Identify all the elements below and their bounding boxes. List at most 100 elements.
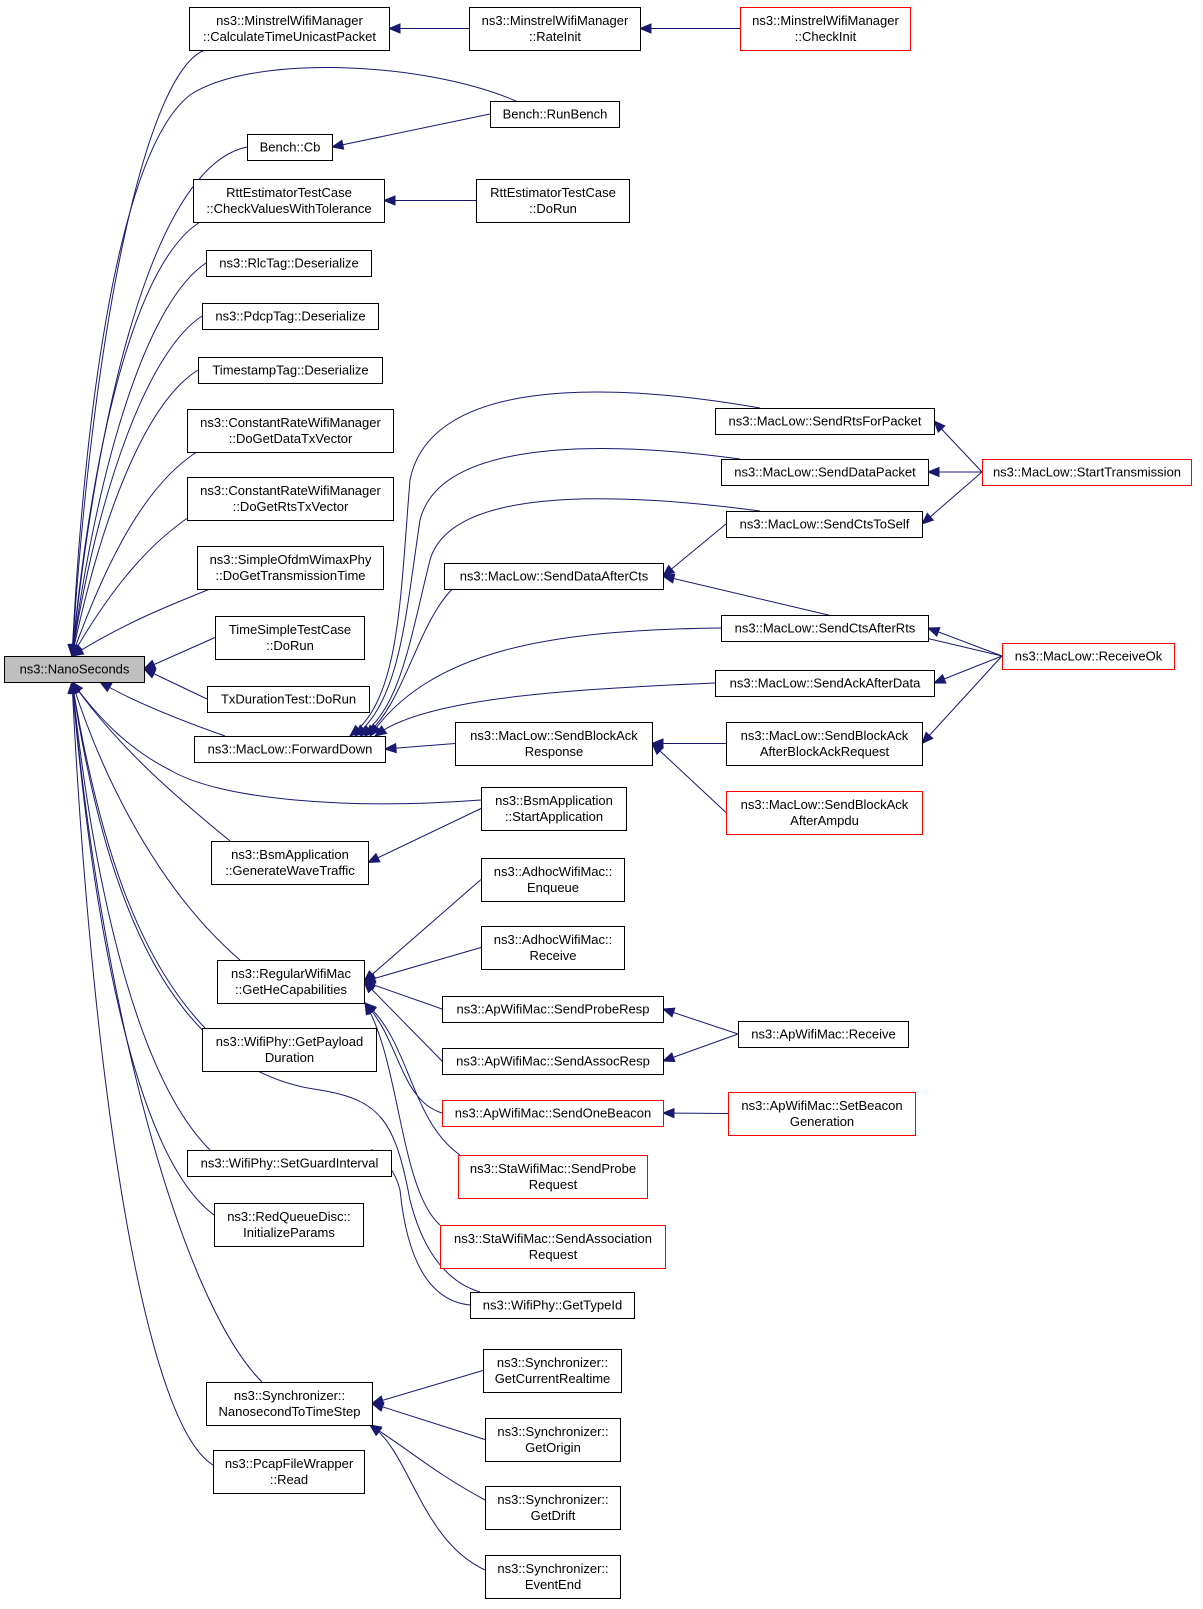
edge-bcb-to-nano [71,146,248,657]
node-box [481,926,625,970]
node-box [197,546,384,590]
edge-sdp-to-mfd [354,448,741,737]
node-box [440,1225,666,1269]
node-nano[interactable]: ns3::NanoSeconds [4,656,145,683]
node-box [469,7,641,51]
node-pfr[interactable]: ns3::PcapFileWrapper::Read [213,1450,365,1494]
node-sow[interactable]: ns3::SimpleOfdmWimaxPhy::DoGetTransmissi… [197,546,384,590]
node-box [721,615,929,642]
node-label: ::GenerateWaveTraffic [225,863,355,878]
node-box [490,101,620,128]
node-rdr[interactable]: RttEstimatorTestCase::DoRun [476,179,630,223]
node-rlc[interactable]: ns3::RlcTag::Deserialize [206,250,372,277]
edge-scar-to-mfd [369,627,722,737]
edge-bgw-to-nano [71,681,231,842]
node-tsd[interactable]: TimestampTag::Deserialize [198,357,383,384]
node-mfd[interactable]: ns3::MacLow::ForwardDown [194,736,386,763]
arrowhead-scar-to-mfd [369,723,382,738]
node-sgo[interactable]: ns3::Synchronizer::GetOrigin [485,1418,621,1462]
node-box [458,1155,648,1199]
arrowhead-tst-to-nano [142,659,157,670]
node-mci[interactable]: ns3::MinstrelWifiManager::CheckInit [740,7,911,51]
node-label: ::Read [270,1472,308,1487]
edge-rcv-to-nano [71,221,201,657]
node-wsg[interactable]: ns3::WifiPhy::SetGuardInterval [187,1150,392,1177]
node-sdac[interactable]: ns3::MacLow::SendDataAfterCts [444,563,664,590]
arrowhead-mci-to-mri [638,23,652,34]
node-label: GetOrigin [525,1440,581,1455]
node-srp[interactable]: ns3::MacLow::SendRtsForPacket [715,408,935,435]
arrowhead-scs-to-sdac [661,564,676,577]
node-awe[interactable]: ns3::AdhocWifiMac::Enqueue [481,858,625,902]
node-label: ns3::AdhocWifiMac:: [494,864,613,879]
node-crr[interactable]: ns3::ConstantRateWifiManager::DoGetRtsTx… [187,477,394,521]
edge-scs-to-mfd [359,498,761,737]
arrowhead-stt-to-scs [921,512,935,525]
node-aprcv[interactable]: ns3::ApWifiMac::Receive [738,1021,909,1048]
node-scs[interactable]: ns3::MacLow::SendCtsToSelf [726,511,923,538]
node-stt[interactable]: ns3::MacLow::StartTransmission [982,459,1192,486]
node-label: ns3::Synchronizer:: [497,1424,608,1439]
node-label: ns3::MacLow::SendRtsForPacket [729,414,922,429]
node-rcv[interactable]: RttEstimatorTestCase::CheckValuesWithTol… [193,179,385,223]
node-label: ns3::MacLow::StartTransmission [993,465,1181,480]
arrowhead-asb-to-aob [661,1107,675,1119]
node-bgw[interactable]: ns3::BsmApplication::GenerateWaveTraffic [211,841,369,885]
node-rqd[interactable]: ns3::RedQueueDisc::InitializeParams [214,1203,364,1247]
node-txd[interactable]: TxDurationTest::DoRun [207,686,370,713]
node-box [726,722,923,766]
node-label: AfterAmpdu [790,813,859,828]
node-mri[interactable]: ns3::MinstrelWifiManager::RateInit [469,7,641,51]
node-label: ns3::MacLow::ReceiveOk [1015,649,1163,664]
node-wgt[interactable]: ns3::WifiPhy::GetTypeId [470,1292,635,1319]
node-rgh[interactable]: ns3::RegularWifiMac::GetHeCapabilities [217,960,365,1004]
node-crd[interactable]: ns3::ConstantRateWifiManager::DoGetDataT… [187,409,394,453]
node-label: InitializeParams [243,1225,335,1240]
node-scar[interactable]: ns3::MacLow::SendCtsAfterRts [721,615,929,642]
arrowhead-rdr-to-rcv [382,195,396,206]
edge-apr-to-rgh [363,981,443,1010]
node-see[interactable]: ns3::Synchronizer::EventEnd [485,1555,621,1599]
edge-saad-to-mfd [374,682,716,737]
edge-rok-to-sbabr [921,655,1003,744]
node-label: ns3::Synchronizer:: [497,1561,608,1576]
node-rok[interactable]: ns3::MacLow::ReceiveOk [1002,643,1175,670]
node-awr[interactable]: ns3::AdhocWifiMac::Receive [481,926,625,970]
arrowhead-sgo-to-snt [370,1401,385,1412]
node-aob[interactable]: ns3::ApWifiMac::SendOneBeacon [442,1100,664,1127]
arrowhead-rok-to-sdac [661,573,676,584]
node-snt[interactable]: ns3::Synchronizer::NanosecondToTimeStep [206,1382,373,1426]
edge-stt-to-scs [921,471,983,525]
node-saad[interactable]: ns3::MacLow::SendAckAfterData [715,670,935,697]
node-mctu[interactable]: ns3::MinstrelWifiManager::CalculateTimeU… [189,7,390,51]
node-apr[interactable]: ns3::ApWifiMac::SendProbeResp [442,996,664,1023]
node-sbabr[interactable]: ns3::MacLow::SendBlockAckAfterBlockAckRe… [726,722,923,766]
node-brb[interactable]: Bench::RunBench [490,101,620,128]
node-tst[interactable]: TimeSimpleTestCase::DoRun [215,616,365,660]
node-label: Duration [265,1050,314,1065]
node-label: TimeSimpleTestCase [229,622,351,637]
edge-sdac-to-mfd [364,575,471,737]
arrowhead-see-to-snt [368,1424,383,1437]
node-sdp[interactable]: ns3::MacLow::SendDataPacket [721,459,929,486]
node-sgc[interactable]: ns3::Synchronizer::GetCurrentRealtime [483,1349,622,1393]
edge-sgo-to-snt [371,1403,486,1440]
node-label: TxDurationTest::DoRun [221,692,356,707]
node-bcb[interactable]: Bench::Cb [247,134,333,161]
node-pdcp[interactable]: ns3::PdcpTag::Deserialize [202,303,379,330]
node-bsa[interactable]: ns3::BsmApplication::StartApplication [481,787,627,831]
arrowhead-ssa-to-rgh [364,1001,376,1016]
node-box [476,179,630,223]
node-aar[interactable]: ns3::ApWifiMac::SendAssocResp [442,1048,664,1075]
node-box [483,1349,622,1393]
node-label: ::DoGetDataTxVector [229,431,353,446]
node-box [187,477,394,521]
node-sgd[interactable]: ns3::Synchronizer::GetDrift [485,1486,621,1530]
